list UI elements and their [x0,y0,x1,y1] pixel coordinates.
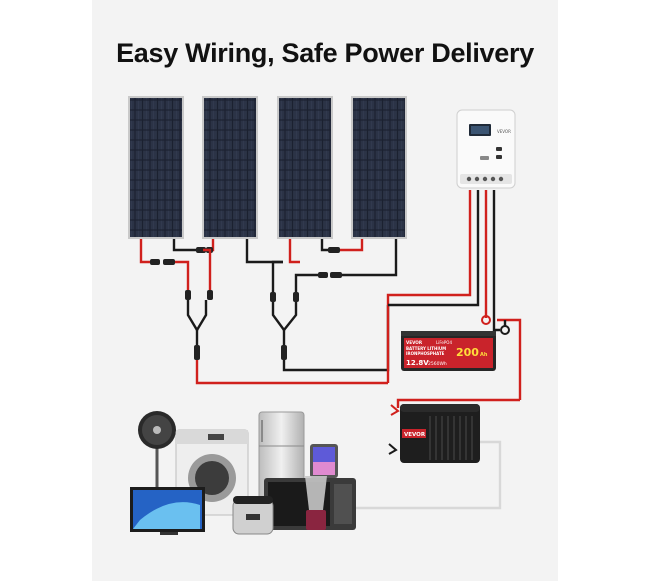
y-branch-right-wiring [271,260,390,372]
battery-unit: Ah [480,352,488,358]
solar-panel-4 [351,96,407,239]
panel-leads [139,239,398,277]
terminal-screw [474,176,480,182]
battery: VEVOR LiFePO4 BATTERY LITHIUM IRONPHOSPH… [401,331,496,371]
battery-line-1: BATTERY LITHIUM [406,346,446,351]
battery-voltage: 12.8V [406,359,429,367]
inverter-label [402,429,426,438]
terminal-screw [490,176,496,182]
pressure-cooker [232,496,274,535]
tablet [310,444,338,478]
charge-controller: VEVOR [456,109,516,189]
solar-panel-2 [202,96,258,239]
terminal-screw [466,176,472,182]
inverter: VEVOR [400,404,480,463]
battery-terminal-lugs [481,315,522,400]
blender [305,476,327,530]
y-branch-left [185,290,213,360]
terminal-screw [498,176,504,182]
battery-line-2: IRONPHOSPHATE [406,351,445,356]
tv-monitor [130,487,205,535]
battery-energy: 2560Wh [428,361,447,367]
inverter-brand: VEVOR [404,432,426,438]
inverter-battery-clips [388,404,400,455]
page-title: Easy Wiring, Safe Power Delivery [116,38,534,68]
terminal-screw [482,176,488,182]
solar-panel-1 [128,96,184,239]
battery-capacity: 200 [456,346,479,359]
battery-logo: LiFePO4 [436,340,452,345]
solar-panel-3 [277,96,333,239]
battery-brand: VEVOR [406,340,423,345]
usb-port [496,147,502,151]
pv-input-wires [386,190,500,383]
usb-port [496,155,502,159]
mc4-connectors [150,247,342,278]
battery-to-inverter-wires [396,398,520,408]
controller-brand: VEVOR [497,129,511,134]
ac-output-cable [356,440,502,510]
appliance-group [130,411,356,535]
y-branch-right [270,292,299,360]
y-branch-left-wiring [175,248,388,385]
